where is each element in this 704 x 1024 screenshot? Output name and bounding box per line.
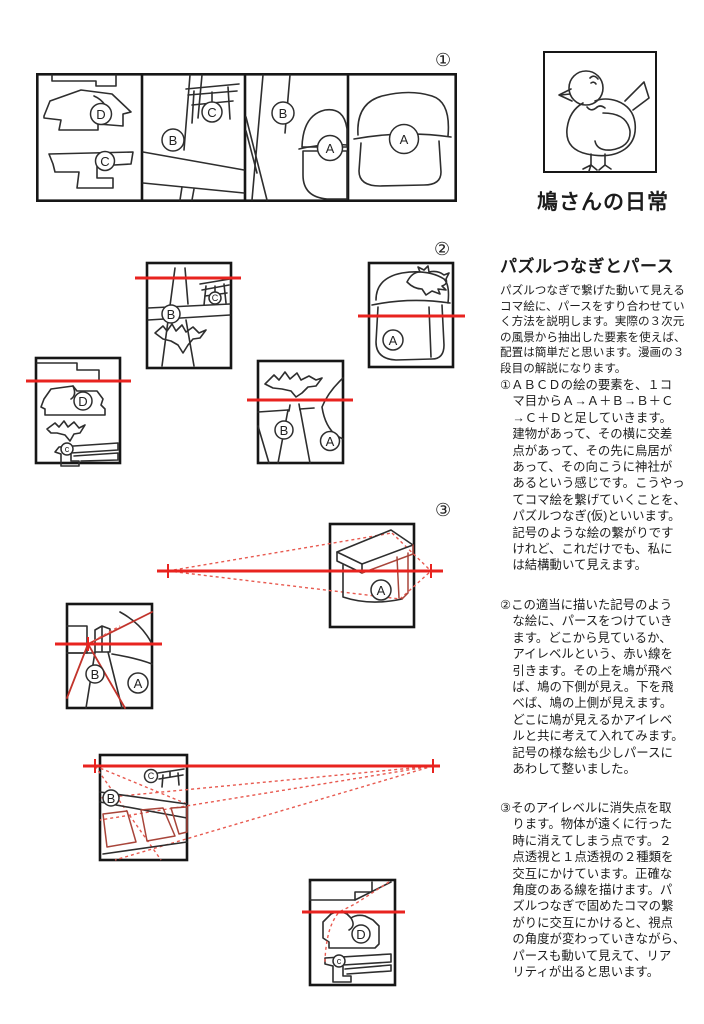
label-b-badge: B: [102, 789, 120, 807]
pigeon-topview-icon: [46, 420, 86, 442]
step1-marker: ①: [435, 50, 452, 70]
strip-panel-bc-sketch: C B: [142, 74, 245, 201]
label-b-badge: B: [85, 664, 105, 684]
strip-panel-ab-sketch: B A: [245, 74, 348, 201]
panel-step3-d: D c: [302, 878, 405, 987]
svg-text:C: C: [212, 293, 219, 303]
label-a-badge: A: [316, 134, 344, 162]
panel-step2-a: A: [358, 261, 465, 369]
svg-text:B: B: [107, 791, 116, 806]
svg-text:A: A: [400, 132, 409, 147]
step2-paragraph: ②この適当に描いた記号のよう な絵に、パースをつけていき ます。どこから見ている…: [500, 598, 684, 777]
svg-text:A: A: [326, 434, 335, 449]
label-c-badge: c: [332, 954, 346, 968]
label-a-badge: A: [127, 672, 149, 694]
pigeon-doodle-icon: [558, 70, 650, 172]
label-d-badge: D: [73, 391, 93, 411]
strip-panel-cd-sketch: D C: [43, 74, 134, 189]
svg-text:A: A: [326, 141, 335, 156]
label-a-badge: A: [382, 329, 404, 351]
panel-strip-step1: D C C B: [35, 72, 457, 203]
label-d-badge: D: [89, 102, 113, 126]
svg-text:D: D: [96, 107, 105, 122]
crosswalk-sketch: C B: [99, 768, 188, 855]
step1-paragraph: ①ＡＢＣＤの絵の要素を、１コ マ目からＡ→Ａ＋Ｂ→Ｂ＋Ｃ →Ｃ＋Ｄと足していきま…: [500, 378, 686, 573]
svg-text:B: B: [167, 307, 176, 322]
label-a-badge: A: [319, 430, 341, 452]
pigeon-topview-icon: [264, 371, 323, 398]
logo-box: [543, 51, 657, 173]
panel-step3-ba: B A: [55, 602, 162, 710]
svg-text:B: B: [91, 667, 100, 682]
label-a-badge: A: [370, 579, 392, 601]
label-b-badge: B: [161, 304, 181, 324]
label-c-badge: c: [60, 442, 74, 456]
step3-marker: ③: [435, 500, 452, 520]
svg-text:D: D: [356, 927, 365, 942]
pigeon-topview-icon: [154, 323, 207, 354]
article-heading: パズルつなぎとパース: [500, 257, 675, 276]
torii-icon: [157, 768, 185, 788]
label-c-badge: C: [143, 768, 159, 784]
step3-paragraph: ③そのアイレベルに消失点を取 ります。物体が遠くに行った 時に消えてしまう点です…: [500, 801, 686, 980]
svg-text:B: B: [169, 133, 178, 148]
step2-marker: ②: [434, 239, 451, 259]
logo-title: 鳩さんの日常: [537, 191, 669, 214]
svg-text:C: C: [207, 105, 216, 120]
svg-text:C: C: [100, 154, 109, 169]
step2-ba-sketch: B A: [257, 371, 344, 464]
svg-text:B: B: [279, 106, 288, 121]
svg-text:C: C: [148, 771, 155, 781]
label-d-badge: D: [351, 924, 371, 944]
label-c-badge: C: [201, 101, 223, 123]
panel-step2-d: D c: [26, 356, 131, 467]
strip-panel-a-sketch: A: [353, 91, 452, 187]
svg-text:c: c: [65, 444, 70, 454]
label-c-badge: C: [208, 291, 222, 305]
svg-text:c: c: [337, 956, 342, 966]
svg-text:B: B: [280, 423, 289, 438]
box-sketch: A: [336, 529, 414, 603]
panel-step3-cb: C B: [83, 753, 440, 862]
label-b-badge: B: [271, 101, 295, 125]
step2-b-sketch: C B: [147, 267, 231, 367]
svg-text:A: A: [377, 583, 386, 598]
vanishing-guides: [66, 611, 153, 709]
vanishing-guides: [324, 881, 390, 965]
svg-text:A: A: [134, 676, 143, 691]
pigeon-perched-icon: [406, 265, 450, 296]
torii-icon: [185, 83, 240, 124]
step2-a-sketch: A: [371, 265, 451, 361]
vanishing-guides: [167, 532, 432, 600]
panel-step2-ba: B A: [247, 359, 353, 465]
label-c-badge: C: [94, 150, 116, 172]
label-b-badge: B: [161, 128, 185, 152]
label-a-badge: A: [388, 123, 420, 155]
intro-paragraph: パズルつなぎで繋げた動いて見える コマ絵に、パースをすり合わせてい く方法を説明…: [500, 284, 686, 375]
label-b-badge: B: [274, 420, 294, 440]
svg-text:A: A: [389, 333, 398, 348]
panel-step3-a: A: [157, 522, 443, 629]
panel-step2-b: C B: [135, 261, 241, 370]
svg-text:D: D: [78, 394, 87, 409]
